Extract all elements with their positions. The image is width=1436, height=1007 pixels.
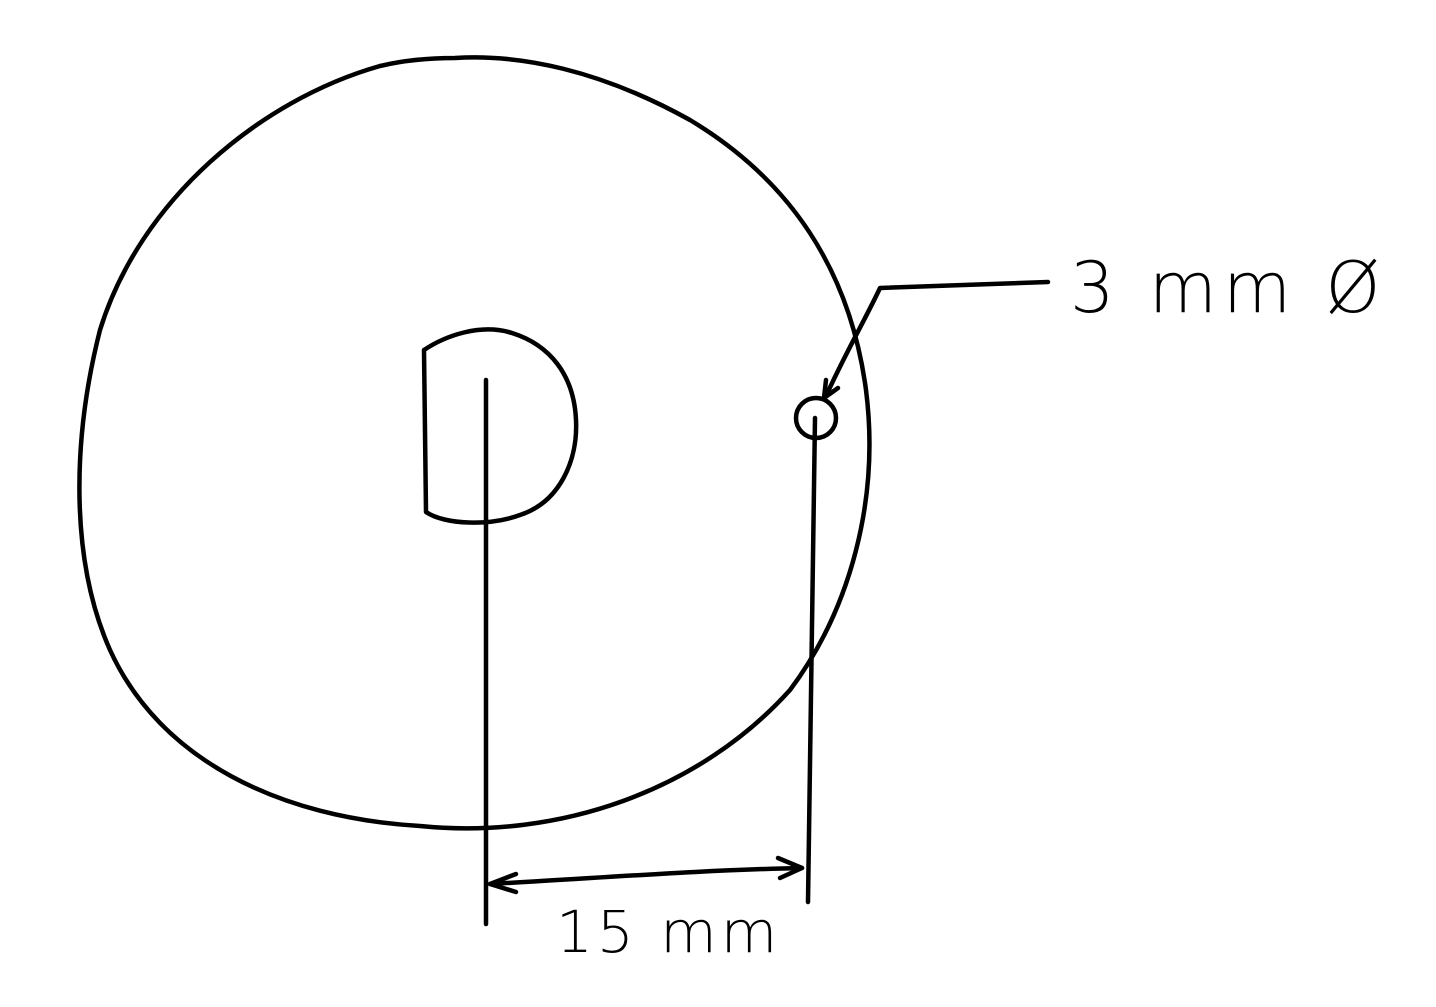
leader-line bbox=[823, 279, 1051, 399]
center-distance-label: 15 mm bbox=[556, 898, 781, 966]
dimension-line bbox=[487, 865, 805, 887]
outer-disc-outline bbox=[77, 55, 872, 831]
hole-diameter-label: 3 mm Ø bbox=[1070, 247, 1387, 329]
d-shaft-cutout bbox=[421, 327, 579, 525]
dimension-arrow-left bbox=[487, 871, 519, 895]
leader-arrowhead bbox=[821, 377, 841, 401]
hole-extension-line bbox=[805, 415, 818, 905]
dimension-arrow-right bbox=[775, 855, 805, 881]
